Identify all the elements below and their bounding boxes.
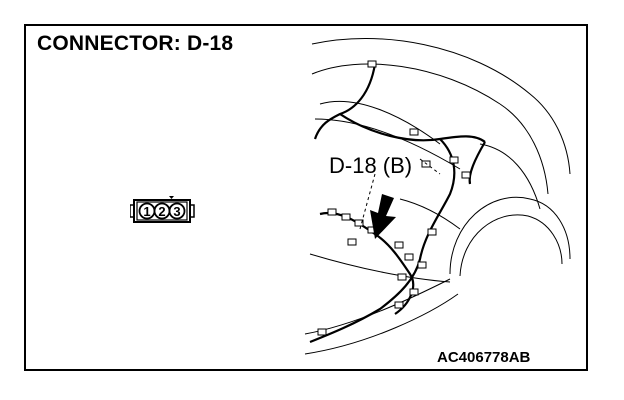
diagram-code: AC406778AB bbox=[437, 349, 531, 366]
svg-text:3: 3 bbox=[173, 204, 180, 219]
harness-connectors bbox=[317, 60, 471, 336]
connector-pin-3: 3 bbox=[168, 202, 186, 220]
vehicle-harness-illustration bbox=[304, 37, 571, 355]
connector-face-diagram: 1 2 3 bbox=[130, 196, 195, 223]
svg-text:2: 2 bbox=[158, 204, 165, 219]
diagram-title: CONNECTOR: D-18 bbox=[37, 32, 234, 55]
diagram-frame bbox=[24, 24, 588, 371]
connector-callout-label: D-18 (B) bbox=[329, 153, 413, 178]
pointer-arrow bbox=[370, 194, 396, 239]
connector-pin-1: 1 bbox=[138, 202, 156, 220]
wire-harness bbox=[309, 63, 486, 344]
connector-pin-2: 2 bbox=[153, 202, 171, 220]
connector-key-mark bbox=[169, 196, 174, 199]
car-body-outline bbox=[304, 37, 571, 355]
svg-text:1: 1 bbox=[143, 204, 150, 219]
